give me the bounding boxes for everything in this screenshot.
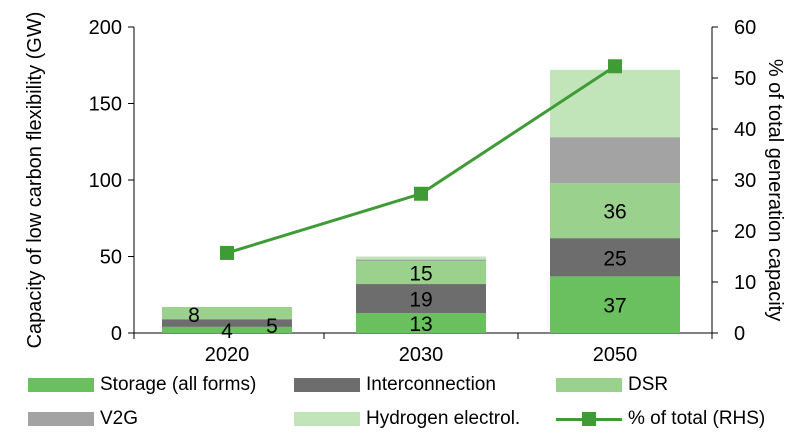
y-axis-title: Capacity of low carbon flexibility (GW) — [24, 12, 46, 349]
bar-segment — [356, 256, 486, 260]
data-label: 36 — [603, 201, 626, 224]
y2-axis-title: % of total generation capacity — [764, 59, 786, 321]
bar-segment — [550, 183, 680, 239]
legend-item-percent-total: % of total (RHS) — [556, 408, 765, 430]
y2-tick-label: 60 — [734, 17, 756, 39]
data-label: 37 — [603, 295, 626, 318]
bar-segment — [550, 69, 680, 138]
bar-segment — [550, 137, 680, 184]
bar-segment — [162, 326, 292, 333]
legend-item-v2g: V2G — [28, 408, 138, 430]
data-label: 25 — [603, 247, 626, 270]
y-tick-label: 100 — [89, 170, 122, 192]
bar-segment — [356, 259, 486, 262]
legend-item-hydrogen: Hydrogen electrol. — [294, 408, 520, 430]
legend-swatch-storage — [28, 378, 94, 392]
y-tick-label: 50 — [100, 247, 122, 269]
legend-label-v2g: V2G — [100, 408, 139, 429]
data-label: 19 — [409, 289, 432, 312]
percent-marker — [608, 59, 622, 74]
data-label: 13 — [409, 313, 432, 336]
bar-segment — [356, 284, 486, 314]
y2-tick-label: 30 — [734, 170, 756, 192]
legend-swatch-dsr — [556, 378, 622, 392]
bar-segment — [550, 238, 680, 277]
legend-item-storage: Storage (all forms) — [28, 374, 256, 396]
data-label: 8 — [188, 304, 200, 327]
y2-tick-label: 40 — [734, 119, 756, 141]
legend-line-marker-icon — [556, 412, 622, 426]
legend-item-dsr: DSR — [556, 374, 668, 396]
legend-label-interconnection: Interconnection — [366, 374, 496, 395]
legend: Storage (all forms) Interconnection DSR … — [28, 374, 798, 444]
percent-marker — [220, 245, 234, 260]
y-tick-label: 200 — [89, 17, 122, 39]
bar-segment — [550, 276, 680, 333]
y2-tick-label: 50 — [734, 68, 756, 90]
y-tick-label: 150 — [89, 94, 122, 116]
x-tick-label: 2050 — [593, 344, 638, 366]
y2-tick-label: 10 — [734, 272, 756, 294]
x-tick-label: 2020 — [205, 344, 250, 366]
x-tick-label: 2030 — [399, 344, 444, 366]
y-tick-label: 0 — [111, 323, 122, 345]
legend-label-storage: Storage (all forms) — [100, 374, 257, 395]
bar-segment — [356, 313, 486, 333]
legend-swatch-v2g — [28, 412, 94, 426]
legend-item-interconnection: Interconnection — [294, 374, 496, 396]
y2-tick-label: 20 — [734, 221, 756, 243]
y2-tick-label: 0 — [734, 323, 745, 345]
legend-swatch-hydrogen — [294, 412, 360, 426]
data-label: 5 — [266, 315, 278, 338]
data-label: 4 — [221, 320, 233, 343]
bar-segment — [356, 261, 486, 285]
bar-segment — [162, 306, 292, 320]
legend-label-dsr: DSR — [628, 374, 669, 395]
percent-marker — [414, 186, 428, 201]
data-label: 15 — [409, 263, 432, 286]
legend-label-percent-total: % of total (RHS) — [628, 408, 766, 429]
legend-swatch-interconnection — [294, 378, 360, 392]
legend-label-hydrogen: Hydrogen electrol. — [366, 408, 521, 429]
bar-segment — [162, 319, 292, 327]
